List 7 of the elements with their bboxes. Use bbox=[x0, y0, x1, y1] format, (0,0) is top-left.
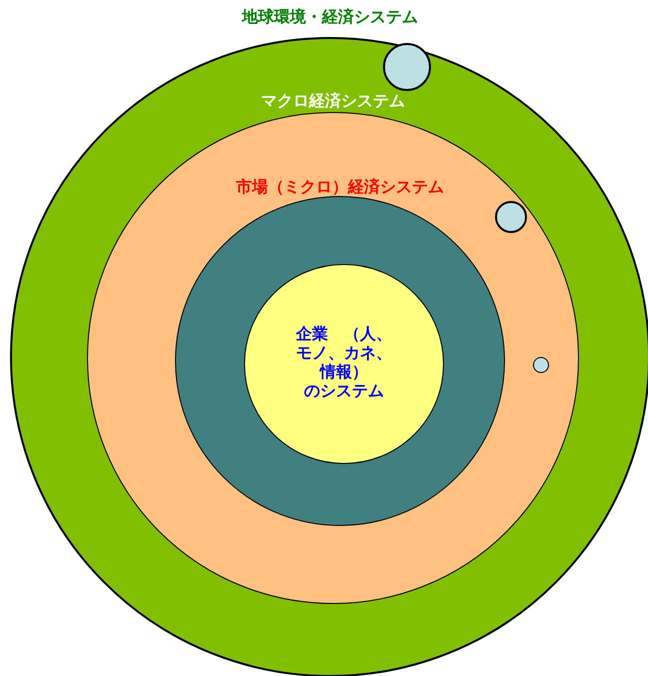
heading: マクロ経済システム bbox=[260, 92, 406, 110]
heading: 地球環境・経済システム bbox=[240, 8, 419, 26]
heading: 市場（ミクロ）経済システム bbox=[235, 178, 445, 196]
small-circle bbox=[495, 201, 527, 233]
system-label: 企業 （人、モノ、カネ、情報）のシステム bbox=[294, 324, 393, 400]
small-circle bbox=[533, 357, 549, 373]
small-circle bbox=[383, 43, 431, 91]
